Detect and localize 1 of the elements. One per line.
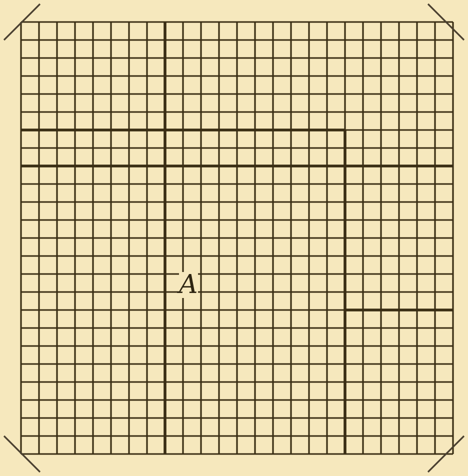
region-letter: A bbox=[179, 272, 198, 298]
